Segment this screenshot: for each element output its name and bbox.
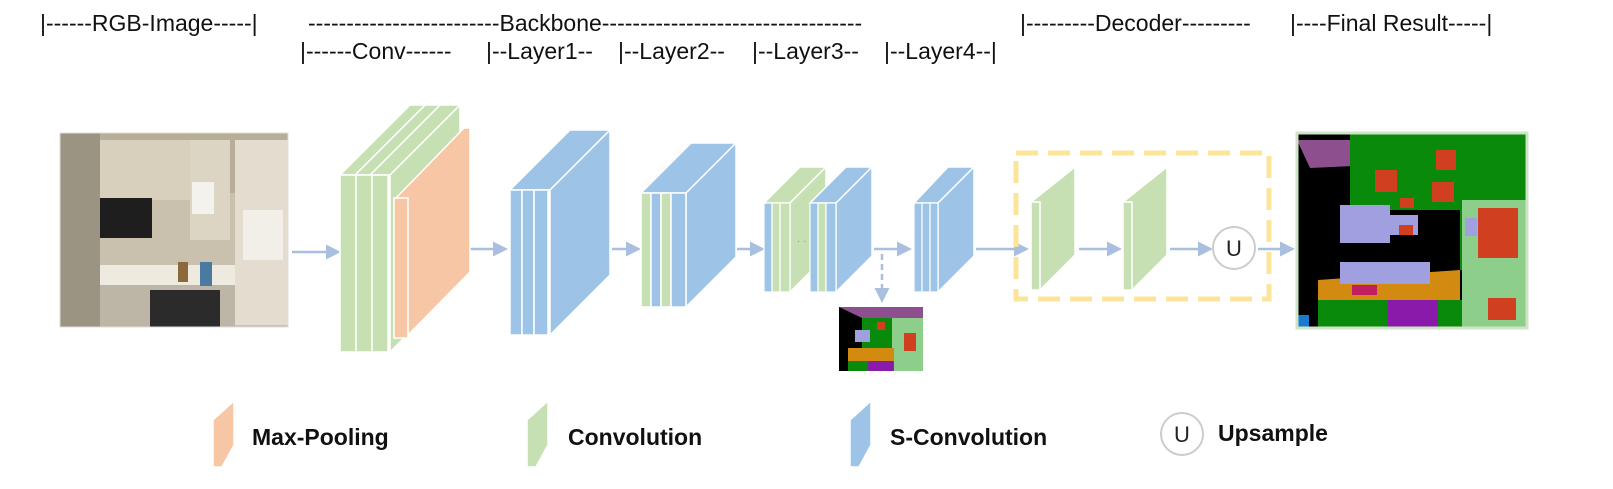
legend-upsample-symbol: U xyxy=(1174,422,1190,447)
final-result-label: |----Final Result-----| xyxy=(1290,10,1493,36)
header-layer3: |--Layer3-- xyxy=(752,38,859,64)
layer3-label: |--Layer3-- xyxy=(752,38,859,64)
header-layer1: |--Layer1-- xyxy=(486,38,593,64)
aux-segmentation-output xyxy=(839,307,923,371)
layer1-block xyxy=(508,128,612,337)
rgb-image-label: |------RGB-Image-----| xyxy=(40,10,258,36)
header-rgb-image: |------RGB-Image-----| xyxy=(40,10,258,36)
layer4-block xyxy=(912,165,976,294)
decoder-label: |---------Decoder--------- xyxy=(1020,10,1251,36)
header-layer4: |--Layer4--| xyxy=(884,38,997,64)
legend-convolution-icon xyxy=(526,399,549,468)
legend-convolution-label: Convolution xyxy=(568,424,703,450)
legend-upsample-icon: U xyxy=(1160,412,1204,456)
decoder-box xyxy=(1013,150,1272,302)
header-decoder: |---------Decoder--------- xyxy=(1020,10,1251,36)
layer1-label: |--Layer1-- xyxy=(486,38,593,64)
header-backbone: -------------------------Backbone-------… xyxy=(308,10,862,36)
legend-max-pooling-label: Max-Pooling xyxy=(252,424,389,450)
conv-block xyxy=(338,103,471,354)
legend-upsample-label: Upsample xyxy=(1218,420,1328,446)
decoder-conv-1 xyxy=(1030,165,1076,291)
final-result-frame xyxy=(1295,131,1529,330)
legend-max-pooling-icon xyxy=(212,399,235,468)
backbone-label: -------------------------Backbone-------… xyxy=(308,10,863,36)
final-segmentation-result xyxy=(1297,133,1527,328)
conv-label: |------Conv------ xyxy=(300,38,452,64)
rgb-input-image xyxy=(60,133,288,327)
header-final-result: |----Final Result-----| xyxy=(1290,10,1492,36)
layer3-block: · · · xyxy=(762,165,874,294)
layer2-block xyxy=(639,141,738,309)
decoder-conv-2 xyxy=(1122,165,1168,291)
rgb-image-frame xyxy=(59,132,289,328)
layer4-label: |--Layer4--| xyxy=(884,38,997,64)
layer2-label: |--Layer2-- xyxy=(618,38,725,64)
upsample-symbol: U xyxy=(1226,236,1242,261)
legend-s-convolution-label: S-Convolution xyxy=(890,424,1048,450)
header-conv: |------Conv------ xyxy=(300,38,452,64)
svg-text:· · ·: · · · xyxy=(797,236,813,247)
upsample-node: U xyxy=(1212,226,1256,270)
legend-s-convolution-icon xyxy=(849,399,872,468)
header-layer2: |--Layer2-- xyxy=(618,38,725,64)
